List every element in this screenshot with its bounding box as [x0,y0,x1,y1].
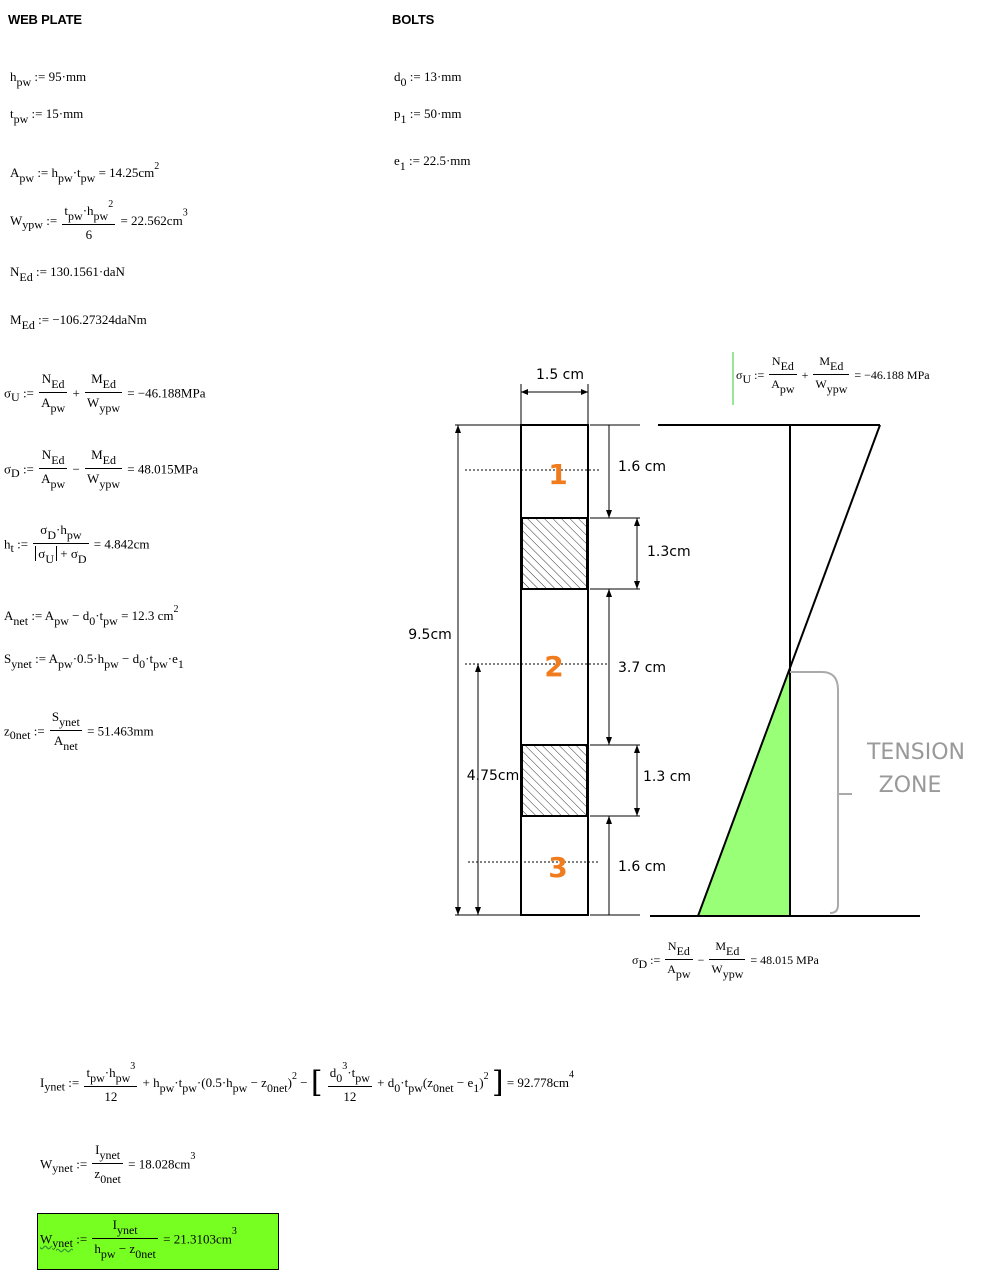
p1-definition[interactable]: p1 := 50·mm [394,106,462,126]
arrow-icon [634,581,640,589]
anet-equation[interactable]: Anet := Apw − d0·tpw = 12.3 cm2 [4,604,179,628]
width-label: 1.5 cm [536,367,584,383]
segment-5-label: 1.6 cm [618,859,666,875]
bolt-hole-upper [521,517,588,590]
arrow-icon [634,745,640,753]
web-plate-section [520,424,589,916]
bolts-heading: BOLTS [392,12,435,27]
right-bracket: ] [491,1064,504,1100]
e1-definition[interactable]: e1 := 22.5·mm [394,153,471,173]
arrow-icon [606,737,612,745]
left-bracket: [ [310,1064,323,1100]
arrow-icon [475,907,481,915]
stress-distribution-line [697,424,881,917]
bolt-hole-lower [521,744,588,817]
segment-4-label: 1.3 cm [643,769,691,785]
arrow-icon [634,808,640,816]
zone-number-1: 1 [548,458,567,491]
arrow-icon [455,907,461,915]
arrow-icon [606,589,612,597]
height-label: 9.5cm [408,627,452,643]
highlighted-region [37,1213,279,1270]
arrow-icon [606,816,612,824]
tension-zone-brace [790,671,839,914]
zone-label: ZONE [879,773,942,798]
half-height-label: 4.75cm [467,768,520,784]
segment-3-label: 3.7 cm [618,660,666,676]
apw-definition[interactable]: Apw := hpw·tpw = 14.25cm2 [10,161,160,185]
tension-label: TENSION [866,740,965,765]
arrow-icon [521,389,528,395]
zone-number-3: 3 [548,851,567,884]
web-plate-heading: WEB PLATE [8,12,82,27]
arrow-icon [475,664,481,672]
d0-definition[interactable]: d0 := 13·mm [394,69,462,89]
arrow-icon [581,389,588,395]
synet-equation[interactable]: Synet := Apw·0.5·hpw − d0·tpw·e1 [4,651,184,671]
arrow-icon [606,510,612,518]
tpw-definition[interactable]: tpw := 15·mm [10,106,84,126]
arrow-icon [634,518,640,526]
arrow-icon [455,425,461,433]
med-definition[interactable]: MEd := −106.27324daNm [10,312,147,332]
segment-extension-lines [590,424,640,916]
segment-1-label: 1.6 cm [618,459,666,475]
ned-definition[interactable]: NEd := 130.1561·daN [10,264,125,284]
zone-number-2: 2 [544,650,563,683]
segment-2-label: 1.3cm [647,544,691,560]
hpw-definition[interactable]: hpw := 95·mm [10,69,87,89]
